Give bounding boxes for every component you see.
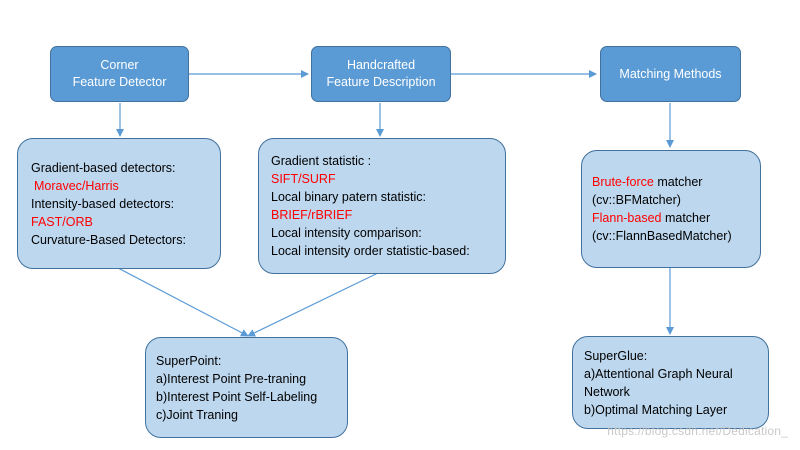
fast-orb-label: FAST/ORB (31, 214, 93, 229)
gradient-statistic-label: Gradient statistic : (271, 154, 372, 168)
curvature-detectors-label: Curvature-Based Detectors: (31, 232, 186, 247)
flann-matcher-line: Flann-based matcher (592, 209, 760, 227)
brief-rbrief-label: BRIEF/rBRIEF (271, 208, 353, 222)
superpoint-box: SuperPoint: a)Interest Point Pre-traning… (145, 337, 348, 438)
bf-matcher-class: (cv::BFMatcher) (592, 193, 681, 207)
brute-force-suffix: matcher (653, 175, 703, 189)
superglue-item-a-line1: a)Attentional Graph Neural (584, 366, 733, 381)
handcrafted-description-header: Handcrafted Feature Description (311, 46, 451, 102)
matchers-box: Brute-force matcher (cv::BFMatcher) Flan… (581, 150, 761, 268)
flann-matcher-class: (cv::FlannBasedMatcher) (592, 229, 732, 243)
corner-detector-header: Corner Feature Detector (50, 46, 189, 102)
handcrafted-header-line2: Feature Description (326, 75, 436, 89)
intensity-comparison-label: Local intensity comparison: (271, 226, 422, 240)
superpoint-item-a: a)Interest Point Pre-traning (156, 371, 307, 386)
matching-header-line1: Matching Methods (619, 66, 722, 81)
sift-surf-label: SIFT/SURF (271, 172, 336, 186)
binary-pattern-label: Local binary patern statistic: (271, 190, 426, 204)
corner-header-line1: Corner (100, 58, 139, 72)
intensity-detectors-label: Intensity-based detectors: (31, 196, 175, 211)
watermark-text: https://blog.csdn.net/Dedication_ (607, 424, 788, 438)
flann-based-suffix: matcher (661, 211, 711, 225)
superglue-box: SuperGlue: a)Attentional Graph Neural Ne… (572, 336, 769, 429)
arrow-descriptions-to-superpoint (247, 271, 381, 337)
corner-header-line2: Feature Detector (72, 75, 167, 89)
brute-force-matcher-line: Brute-force matcher (592, 173, 760, 191)
handcrafted-header-line1: Handcrafted (346, 58, 416, 72)
arrow-detectors-to-superpoint (117, 267, 249, 337)
superglue-item-b: b)Optimal Matching Layer (584, 402, 728, 417)
superglue-item-a-line2: Network (584, 384, 630, 399)
descriptions-box: Gradient statistic : SIFT/SURF Local bin… (258, 138, 506, 274)
detectors-box: Gradient-based detectors: Moravec/Harris… (17, 138, 221, 269)
matching-methods-header: Matching Methods (600, 46, 741, 102)
superglue-title: SuperGlue: (584, 348, 648, 363)
intensity-order-label: Local intensity order statistic-based: (271, 244, 470, 258)
flann-based-label: Flann-based (592, 211, 662, 225)
superpoint-item-b: b)Interest Point Self-Labeling (156, 389, 318, 404)
gradient-detectors-label: Gradient-based detectors: (31, 160, 176, 175)
brute-force-label: Brute-force (592, 175, 654, 189)
moravec-harris-label: Moravec/Harris (34, 178, 119, 193)
superpoint-item-c: c)Joint Traning (156, 407, 238, 422)
superpoint-title: SuperPoint: (156, 353, 222, 368)
